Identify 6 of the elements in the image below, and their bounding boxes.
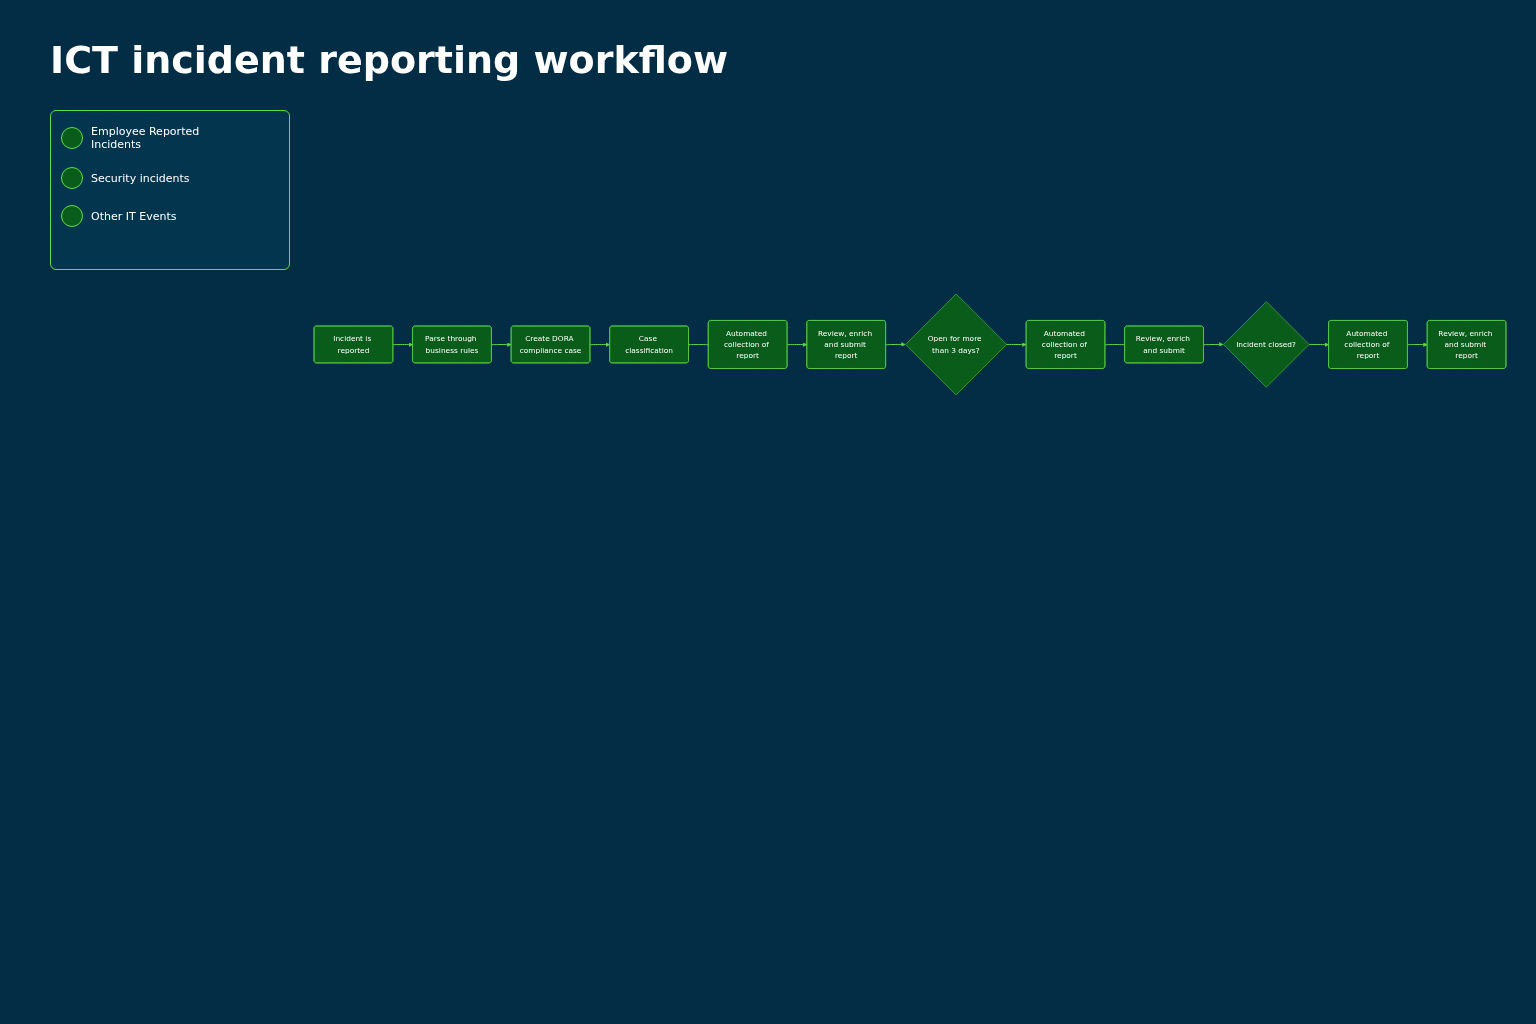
diagram-title: ICT incident reporting workflow <box>50 38 729 82</box>
legend-label: Security incidents <box>91 171 190 185</box>
legend-label: Other IT Events <box>91 209 177 223</box>
legend-label: Employee Reported Incidents <box>91 125 201 151</box>
connector <box>1104 344 1126 346</box>
connector <box>688 344 709 346</box>
